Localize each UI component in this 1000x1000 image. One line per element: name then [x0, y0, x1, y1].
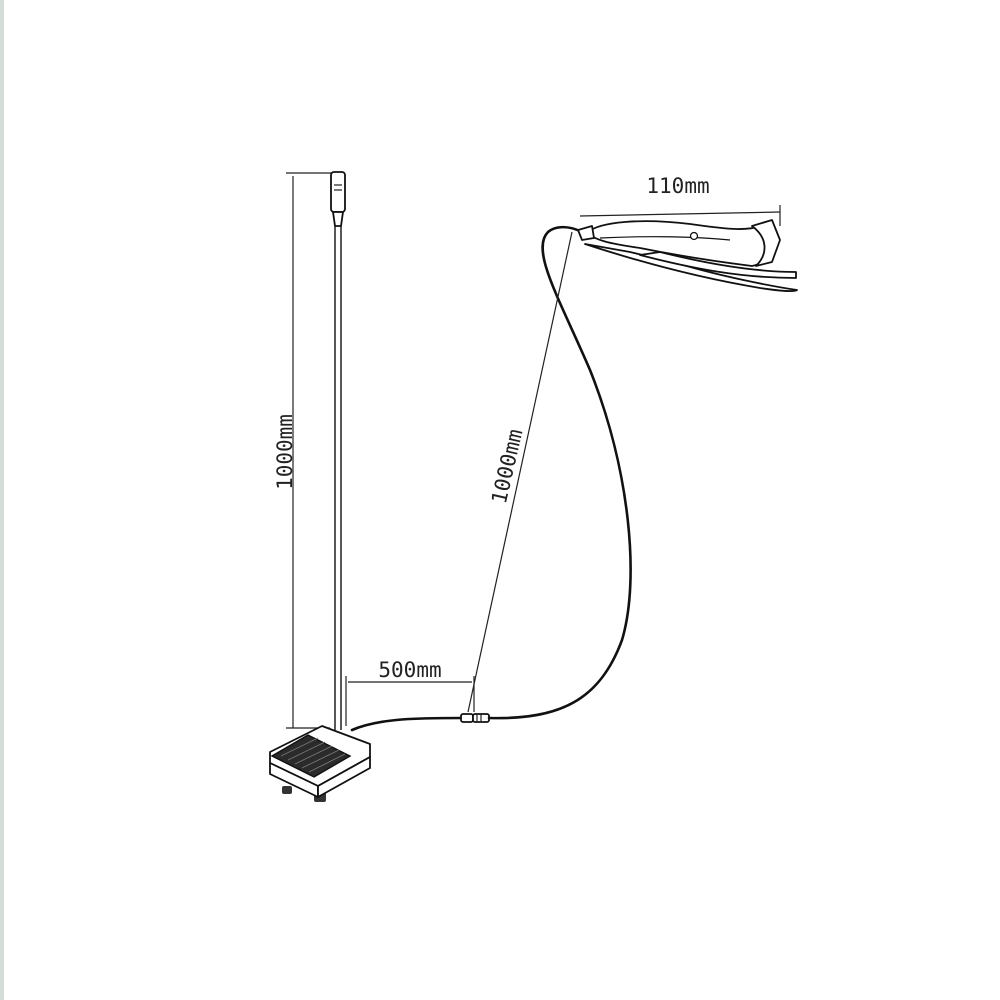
junction-clip-dimension-line	[467, 231, 573, 713]
clip-length-label: 110mm	[646, 174, 709, 198]
page-left-edge	[0, 0, 4, 1000]
usb-cable	[334, 226, 342, 730]
handpiece-cable	[487, 225, 632, 720]
pedal-junction-dimension: 500mm	[345, 658, 475, 726]
clip-dimension: 110mm	[579, 174, 781, 226]
junction-clip-dimension: 1000mm	[467, 231, 573, 713]
pedal-cable	[350, 716, 464, 732]
usb-cable-dimension: 1000mm	[273, 172, 345, 729]
foot-pedal-icon	[269, 725, 371, 802]
clip-handpiece-icon	[577, 219, 798, 292]
inline-connector-icon	[460, 713, 490, 723]
pedal-junction-length-label: 500mm	[378, 658, 441, 682]
usb-plug-icon	[330, 171, 346, 227]
usb-cable-length-label: 1000mm	[273, 414, 297, 490]
clip-dimension-line	[579, 211, 781, 217]
